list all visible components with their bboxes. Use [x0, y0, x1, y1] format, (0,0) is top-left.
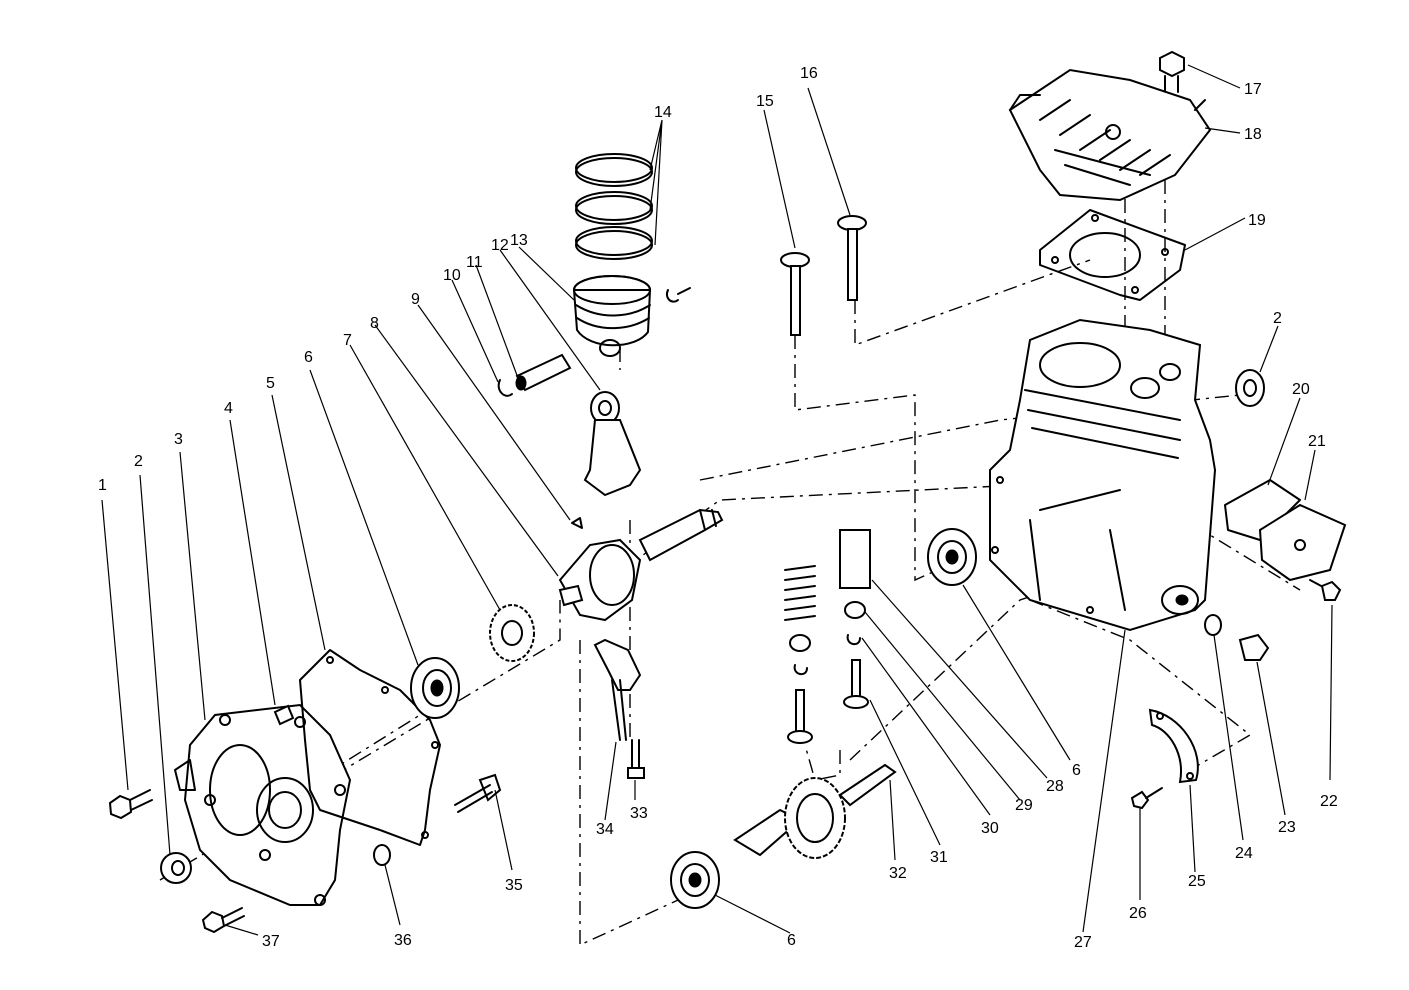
- connecting-rod-part-12: [583, 391, 642, 497]
- label-24: 24: [1235, 845, 1253, 862]
- label-30: 30: [981, 820, 999, 837]
- label-27: 27: [1074, 934, 1092, 951]
- dowel-pin-part-4: [273, 704, 295, 726]
- washer-part-24: [1204, 614, 1222, 636]
- bolt-part-37: [201, 907, 245, 934]
- label-35: 35: [505, 877, 523, 894]
- callout-labels: 1 2 3 4 5 6 7 8 9 10 11 12 13 14 15 16 1…: [98, 65, 1338, 951]
- tappet-part-31: [787, 659, 869, 744]
- label-4: 4: [224, 400, 233, 417]
- valve-spring-part-28: [839, 529, 871, 589]
- label-7: 7: [343, 332, 352, 349]
- o-ring-part-36: [373, 844, 391, 866]
- woodruff-key-part-9: [571, 517, 583, 529]
- label-28: 28: [1046, 778, 1064, 795]
- label-31: 31: [930, 849, 948, 866]
- label-20: 20: [1292, 381, 1310, 398]
- retainer-clip-part-30: [793, 634, 861, 676]
- bearing-part-6-bottom: [670, 851, 720, 909]
- label-12: 12: [491, 237, 509, 254]
- label-10: 10: [443, 267, 461, 284]
- label-17: 17: [1244, 81, 1262, 98]
- label-16: 16: [800, 65, 818, 82]
- crankcase-block-part-27: [989, 318, 1217, 632]
- bolt-part-26: [1130, 787, 1163, 810]
- bolt-part-33: [627, 739, 645, 779]
- label-15: 15: [756, 93, 774, 110]
- label-8: 8: [370, 315, 379, 332]
- head-gasket-part-19: [1039, 209, 1186, 301]
- governor-part-35: [454, 773, 502, 813]
- label-13: 13: [510, 232, 528, 249]
- clip-part-10: [497, 379, 513, 397]
- bolt-part-1: [108, 789, 153, 820]
- bearing-part-6-left: [410, 657, 460, 719]
- oil-seal-part-2-right: [1235, 369, 1265, 407]
- label-21: 21: [1308, 433, 1326, 450]
- bolt-part-17: [1159, 50, 1185, 93]
- label-9: 9: [411, 291, 420, 308]
- label-3: 3: [174, 431, 183, 448]
- cylinder-head-part-18: [1008, 68, 1212, 202]
- label-37: 37: [262, 933, 280, 950]
- camshaft-part-32: [733, 763, 897, 859]
- label-11: 11: [466, 254, 483, 271]
- valve-spring-part-28b: [784, 565, 816, 621]
- label-34: 34: [596, 821, 614, 838]
- rod-cap-part-34: [593, 638, 642, 741]
- label-1: 1: [98, 477, 107, 494]
- label-14: 14: [654, 104, 672, 121]
- bracket-part-25: [1148, 708, 1199, 784]
- piston-rings-part-14: [575, 153, 653, 260]
- leader-lines: [101, 64, 1333, 936]
- crank-gear-part-7: [489, 604, 535, 662]
- crankcase-cover-part-3: [174, 703, 352, 906]
- label-6-a: 6: [304, 349, 313, 366]
- bolt-part-22: [1309, 579, 1342, 601]
- valve-part-15: [780, 252, 810, 336]
- valve-part-16: [837, 215, 867, 301]
- label-2-left: 2: [134, 453, 143, 470]
- piston-pin-part-11: [515, 353, 572, 392]
- bearing-part-6-right: [927, 528, 977, 586]
- label-6-b: 6: [1072, 762, 1081, 779]
- spring-retainer-part-29: [789, 601, 866, 652]
- gasket-part-5: [299, 649, 441, 846]
- piston-part-13: [572, 275, 652, 357]
- label-19: 19: [1248, 212, 1266, 229]
- label-33: 33: [630, 805, 648, 822]
- label-23: 23: [1278, 819, 1296, 836]
- label-26: 26: [1129, 905, 1147, 922]
- crankshaft-part-8: [558, 508, 724, 622]
- label-5: 5: [266, 375, 275, 392]
- label-32: 32: [889, 865, 907, 882]
- breather-cover-part-21: [1258, 503, 1347, 582]
- label-2-right: 2: [1273, 310, 1282, 327]
- label-18: 18: [1244, 126, 1262, 143]
- piston-clip-part-13b: [666, 287, 691, 303]
- label-29: 29: [1015, 797, 1033, 814]
- label-25: 25: [1188, 873, 1206, 890]
- label-22: 22: [1320, 793, 1338, 810]
- label-6-c: 6: [787, 932, 796, 949]
- oil-seal-part-2-left: [160, 852, 192, 884]
- drain-plug-part-23: [1238, 633, 1270, 661]
- label-36: 36: [394, 932, 412, 949]
